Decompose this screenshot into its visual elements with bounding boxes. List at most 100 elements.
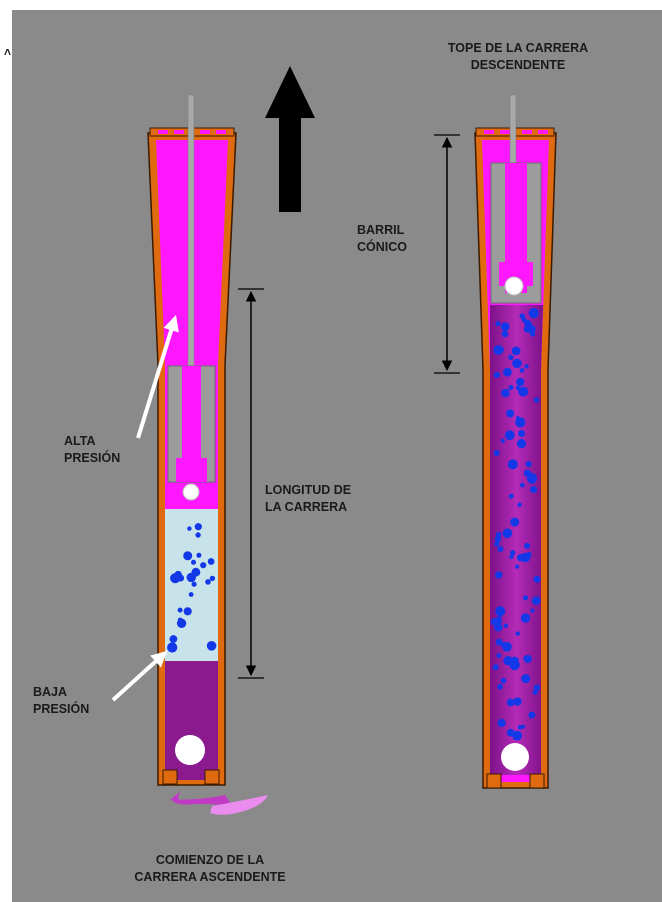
bubble bbox=[493, 664, 499, 670]
bubble bbox=[187, 575, 193, 581]
bubble bbox=[518, 430, 525, 437]
bubble bbox=[174, 571, 182, 579]
bubble bbox=[513, 697, 521, 705]
bubble bbox=[210, 576, 215, 581]
left-bottom-fitting bbox=[205, 770, 219, 784]
bubble bbox=[517, 439, 526, 448]
bubble bbox=[501, 642, 507, 648]
left-cap-notch bbox=[158, 130, 168, 134]
low-pressure-pointer bbox=[113, 653, 165, 700]
bubble bbox=[503, 529, 513, 539]
bubble bbox=[508, 459, 518, 469]
right-cap-notch bbox=[500, 130, 510, 134]
left-cap-notch bbox=[216, 130, 226, 134]
bubble bbox=[200, 562, 206, 568]
up-arrow-icon bbox=[265, 66, 315, 212]
bubble bbox=[495, 321, 500, 326]
bubble bbox=[498, 719, 506, 727]
left-cap-notch bbox=[200, 130, 210, 134]
bubble bbox=[501, 389, 509, 397]
left-pump bbox=[148, 95, 236, 785]
left-standing-valve-ball bbox=[175, 735, 205, 765]
bubble bbox=[207, 641, 217, 651]
bubble bbox=[520, 368, 525, 373]
tapered-barrel-dimension bbox=[434, 135, 460, 373]
bubble bbox=[493, 345, 503, 355]
bubble bbox=[508, 385, 513, 390]
bubble bbox=[521, 674, 530, 683]
bubble bbox=[530, 486, 537, 493]
right-pump bbox=[475, 95, 556, 788]
bubble bbox=[496, 653, 501, 658]
bubble bbox=[177, 619, 186, 628]
bubble bbox=[533, 690, 538, 695]
right-pump-rod bbox=[510, 95, 516, 165]
left-plunger-cage bbox=[176, 458, 207, 482]
bubble bbox=[208, 558, 215, 565]
bubble bbox=[534, 397, 539, 402]
bubble bbox=[509, 660, 519, 670]
bubble bbox=[504, 624, 508, 628]
rotation-arrow-icon bbox=[170, 790, 268, 815]
bubble bbox=[512, 731, 522, 741]
bubble bbox=[171, 643, 177, 649]
left-cap-notch bbox=[174, 130, 184, 134]
bubble bbox=[533, 576, 540, 583]
bubble bbox=[183, 551, 192, 560]
right-cap-notch bbox=[522, 130, 532, 134]
bubble bbox=[196, 553, 201, 558]
bubble bbox=[187, 526, 191, 530]
bubble bbox=[184, 607, 192, 615]
bubble bbox=[501, 678, 507, 684]
bubble bbox=[524, 364, 528, 368]
bubble bbox=[505, 430, 515, 440]
bubble bbox=[526, 552, 532, 558]
right-bottom-fitting bbox=[530, 774, 544, 788]
bubble bbox=[517, 554, 524, 561]
bubble bbox=[195, 532, 200, 537]
bubble bbox=[512, 347, 521, 356]
right-standing-valve-ball bbox=[501, 743, 529, 771]
right-traveling-valve-ball bbox=[505, 277, 523, 295]
bubble bbox=[516, 631, 520, 635]
bubble bbox=[501, 439, 505, 443]
bubble bbox=[189, 592, 194, 597]
bubble bbox=[494, 541, 499, 546]
bubble bbox=[512, 359, 522, 369]
left-bottom-fitting bbox=[163, 770, 177, 784]
bubble bbox=[495, 571, 502, 578]
bubble bbox=[524, 543, 530, 549]
bubble bbox=[191, 560, 196, 565]
bubble bbox=[529, 712, 536, 719]
bubble bbox=[192, 582, 197, 587]
bubble bbox=[530, 609, 534, 613]
label-high-pressure: ALTA PRESIÓN bbox=[64, 433, 120, 467]
bubble bbox=[205, 579, 211, 585]
bubble bbox=[520, 483, 525, 488]
bubble bbox=[526, 461, 532, 467]
bubble bbox=[497, 684, 503, 690]
bubble bbox=[521, 725, 525, 729]
label-low-pressure: BAJA PRESIÓN bbox=[33, 684, 89, 718]
bubble bbox=[518, 387, 528, 397]
right-cap-notch bbox=[538, 130, 548, 134]
bubble bbox=[521, 613, 530, 622]
right-cap-notch bbox=[484, 130, 494, 134]
bubble bbox=[178, 608, 183, 613]
bubble bbox=[509, 555, 514, 560]
bubble bbox=[523, 595, 528, 600]
left-pump-rod bbox=[188, 95, 194, 367]
left-traveling-valve-ball bbox=[183, 484, 199, 500]
bubble bbox=[523, 656, 528, 661]
bubble bbox=[510, 518, 519, 527]
bubble bbox=[495, 536, 501, 542]
bubble bbox=[509, 494, 514, 499]
bubble bbox=[517, 503, 521, 507]
label-stroke-length: LONGITUD DE LA CARRERA bbox=[265, 482, 351, 516]
stroke-length-dimension bbox=[238, 289, 264, 678]
label-upstroke-start: COMIENZO DE LA CARRERA ASCENDENTE bbox=[110, 852, 310, 886]
bubble bbox=[195, 523, 202, 530]
bubble bbox=[494, 450, 500, 456]
bubble bbox=[501, 322, 510, 331]
